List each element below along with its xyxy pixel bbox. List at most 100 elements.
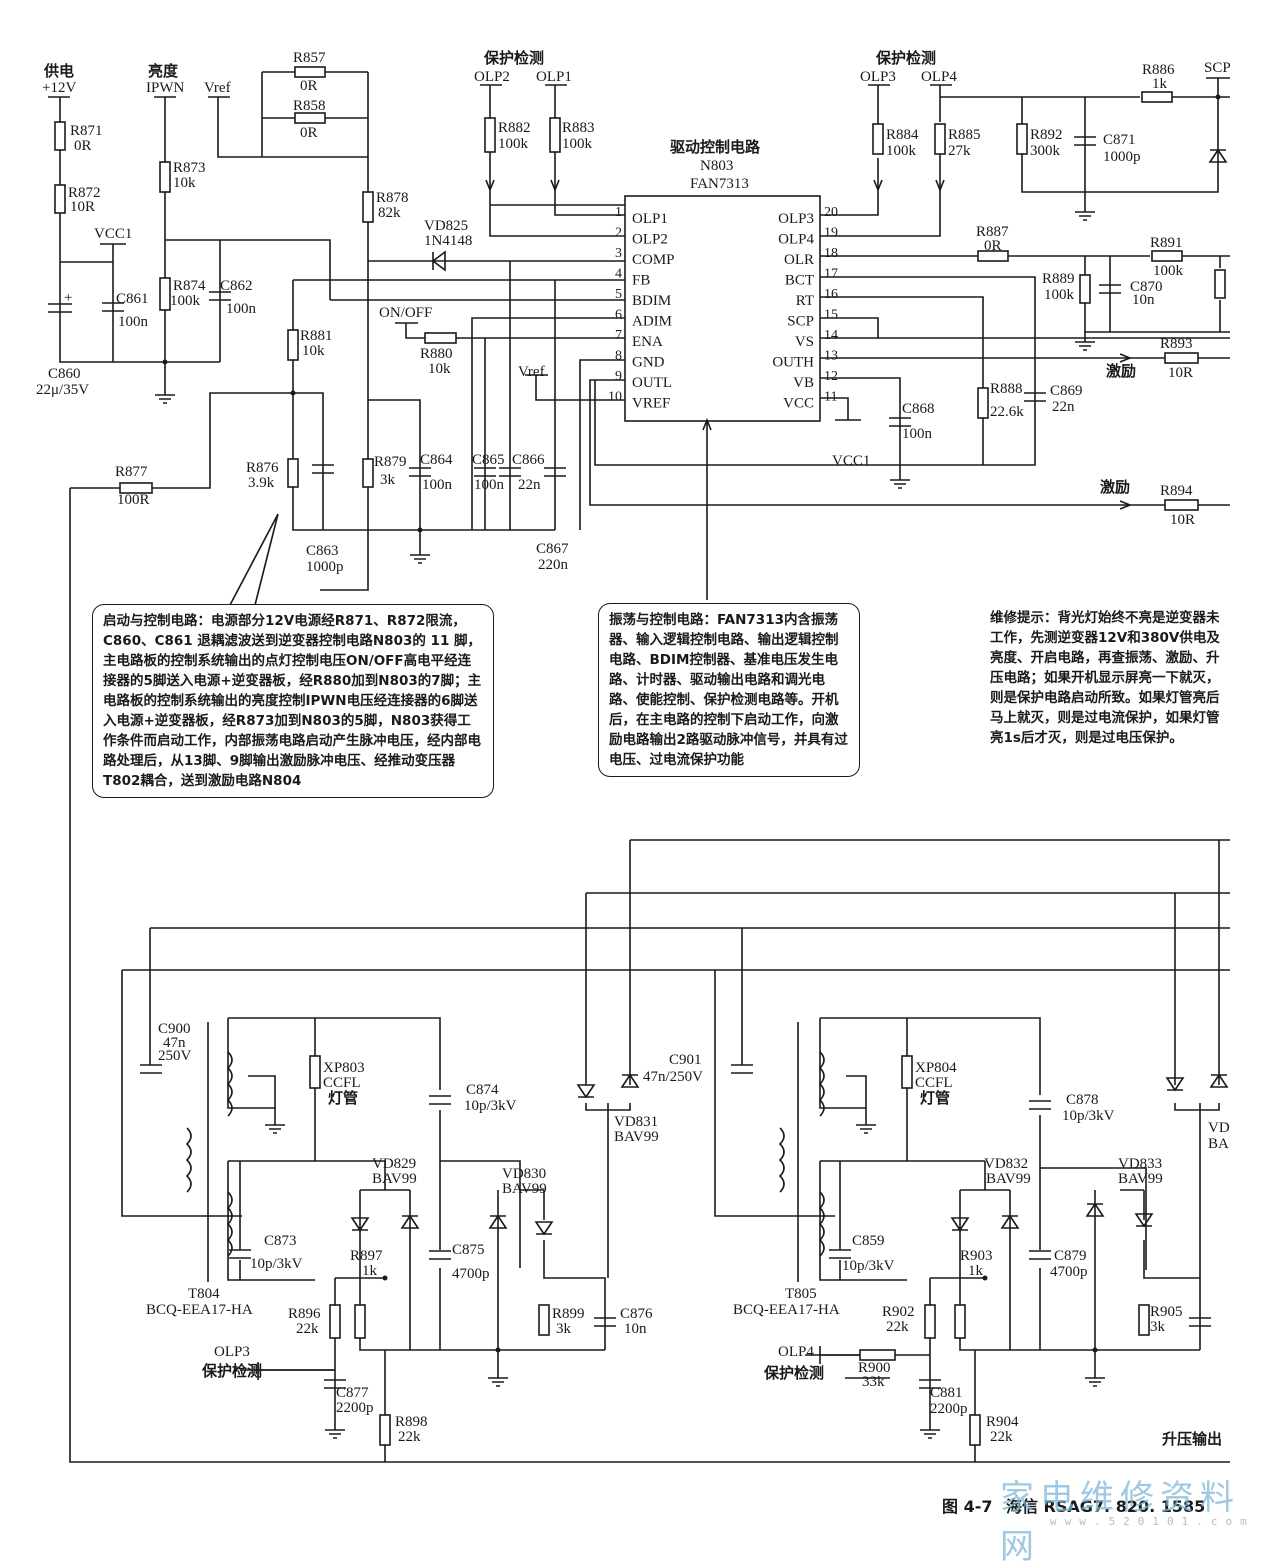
label-C875: C875 [452,1242,485,1258]
resistor-R877 [119,482,153,494]
ground-t805 [856,1124,876,1134]
net-olp3-bottom: OLP3 [214,1344,250,1360]
caption-title: 海信 RSAG7. 820. 1585 [1005,1497,1206,1516]
label-C866: C866 [512,452,545,468]
labels: 供电 +12V R871 0R R872 10R VCC1 + C861 100… [36,49,1231,1448]
protect-right-title: 保护检测 [875,49,936,67]
resistor-R905 [1138,1304,1150,1336]
value-VD832: BAV99 [986,1171,1031,1187]
label-R879: R879 [374,454,407,470]
value-C868: 100n [902,426,933,442]
label-R889: R889 [1042,271,1075,287]
brightness-title: 亮度 [148,62,179,80]
resistor-R887 [977,250,1009,262]
ic-pin-name-comp: COMP [632,252,675,268]
ic-pin-name-outl: OUTL [632,375,672,391]
value-C864: 100n [422,477,453,493]
label-C878: C878 [1066,1092,1099,1108]
value-R898: 22k [398,1429,421,1445]
value-C900-cap: 47n [163,1035,186,1051]
value-C865: 100n [474,477,505,493]
ic-pin-name-olp1: OLP1 [632,211,668,227]
label-R873: R873 [173,160,206,176]
label-VD825: VD825 [424,218,468,234]
value-XP804-desc: 灯管 [920,1089,950,1107]
arrow-drive2 [1119,500,1133,510]
label-R872: R872 [68,185,101,201]
ic-pin-number-14: 14 [824,328,838,343]
value-VD830: BAV99 [502,1181,547,1197]
label-C859: C859 [852,1233,885,1249]
value-XP803-type: CCFL [323,1075,361,1091]
label-VD-partial: VD [1208,1120,1230,1136]
label-R883: R883 [562,120,595,136]
label-R896: R896 [288,1306,321,1322]
value-R892: 300k [1030,143,1061,159]
ic-pin-number-4: 4 [615,267,622,282]
ic-pin-number-18: 18 [824,246,838,261]
net-scp: SCP [1204,60,1231,76]
ic-pin-number-11: 11 [824,390,837,405]
resistor-R896 [329,1304,341,1339]
ic-pin-number-20: 20 [824,205,838,220]
label-C874: C874 [466,1082,499,1098]
label-C862: C862 [220,278,253,294]
value-C900-voltage: 250V [158,1048,192,1064]
capacitor-C870 [1099,284,1121,294]
zener-scp [1208,148,1228,163]
net-olp1: OLP1 [536,69,572,85]
diode-VDx [1165,1073,1229,1092]
resistor-R857 [294,66,326,78]
drive-label-1: 激励 [1106,362,1136,380]
label-R858: R858 [293,98,326,114]
label-C868: C868 [902,401,935,417]
resistor-R904 [969,1414,981,1446]
capacitor-C873 [229,1249,251,1259]
label-R880: R880 [420,346,453,362]
resistor-R876 [287,458,299,488]
value-VD831: BAV99 [614,1129,659,1145]
callout-pointer-startup [229,513,279,606]
label-R874: R874 [173,278,206,294]
resistor-R872 [54,184,66,214]
protect-left-title: 保护检测 [483,49,544,67]
label-R882: R882 [498,120,531,136]
value-R857: 0R [300,78,318,94]
value-T804: BCQ-EEA17-HA [146,1302,253,1318]
label-VD830: VD830 [502,1166,546,1182]
plus-sign: + [64,290,72,306]
label-R881: R881 [300,328,333,344]
label-R897: R897 [350,1248,383,1264]
value-R880: 10k [428,361,451,377]
ic-pin-number-13: 13 [824,349,838,364]
ground-left-output [325,1377,508,1439]
note-startup-control: 启动与控制电路：电源部分12V电源经R871、R872限流，C860、C861 … [92,604,494,798]
value-R871: 0R [74,138,92,154]
protect-title-bottom-left: 保护检测 [201,1362,262,1380]
supply-title: 供电 [43,62,74,80]
resistor-R898 [379,1414,391,1446]
label-C860: C860 [48,366,81,382]
value-C867: 220n [538,557,569,573]
watermark-url: www.520101.com [1050,1515,1255,1528]
value-R900: 33k [862,1374,885,1390]
value-C866: 22n [518,477,541,493]
value-R886: 1k [1152,76,1168,92]
diode-VD833 [1085,1202,1154,1228]
label-T804: T804 [188,1286,220,1302]
ic-pin-name-vs: VS [795,334,814,350]
label-XP804: XP804 [915,1060,957,1076]
value-R896: 22k [296,1321,319,1337]
label-R900: R900 [858,1360,891,1376]
ic-pin-number-5: 5 [615,287,622,302]
value-R878: 82k [378,205,401,221]
value-R891: 100k [1153,263,1184,279]
value-R879: 3k [380,472,396,488]
ic-pin-name-fb: FB [632,273,650,289]
ic-ref: N803 [700,158,733,174]
value-C881: 2200p [930,1401,968,1417]
label-C879: C879 [1054,1248,1087,1264]
label-C871: C871 [1103,132,1136,148]
